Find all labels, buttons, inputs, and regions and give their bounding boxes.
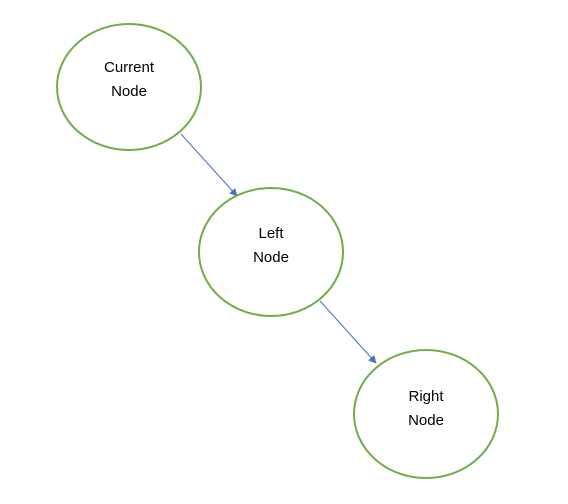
- node-current-label-line1: Current: [104, 59, 155, 76]
- node-left-circle: [198, 187, 344, 317]
- node-left-label-line1: Left: [258, 225, 284, 242]
- node-left-label-line2: Node: [253, 249, 289, 266]
- node-current-label-line2: Node: [111, 83, 147, 100]
- node-right-label-line1: Right: [408, 388, 444, 405]
- edge-left-to-right: [319, 300, 377, 364]
- node-right-circle: [353, 349, 499, 479]
- node-right[interactable]: Right Node: [353, 349, 499, 479]
- node-current[interactable]: Current Node: [56, 23, 202, 151]
- node-right-label-line2: Node: [408, 412, 444, 429]
- node-left[interactable]: Left Node: [198, 187, 344, 317]
- node-current-circle: [56, 23, 202, 151]
- edge-current-to-left: [180, 133, 238, 197]
